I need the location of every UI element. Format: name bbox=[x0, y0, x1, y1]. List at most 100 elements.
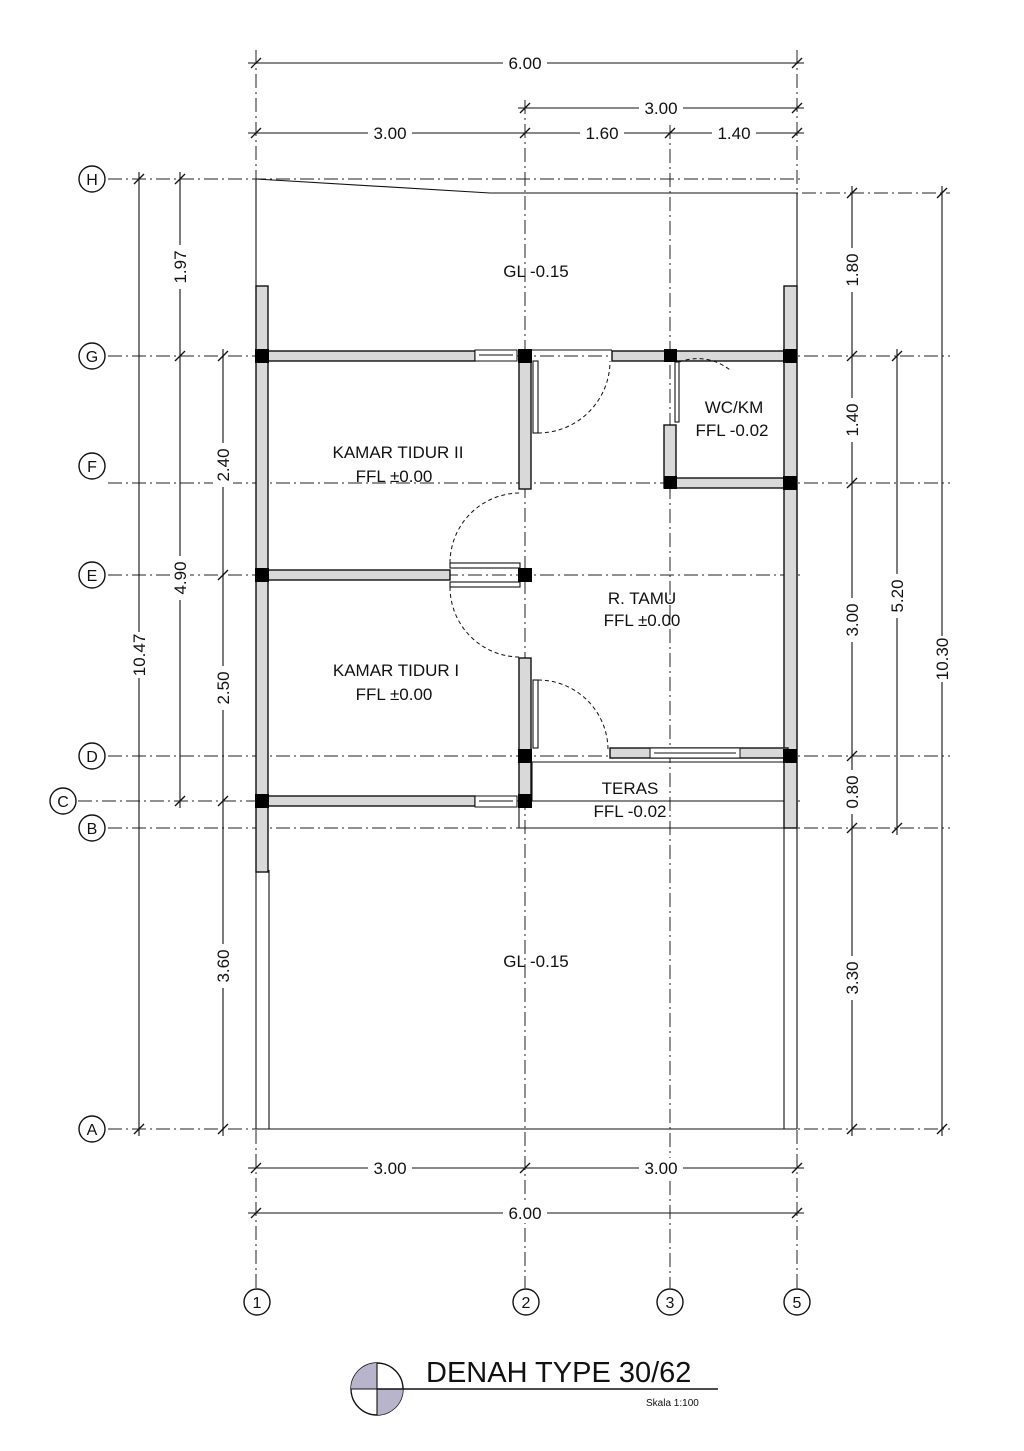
grid-bubble-h bbox=[78, 165, 106, 193]
wall-2-bedroom1 bbox=[518, 657, 532, 802]
dim-label-bg bbox=[129, 632, 149, 678]
dim-tick bbox=[791, 57, 803, 69]
dim-label-bg bbox=[213, 666, 233, 710]
dim-tick bbox=[936, 1123, 948, 1135]
dim-tick bbox=[791, 102, 803, 114]
dim-tick bbox=[133, 1123, 145, 1135]
dim-label-bg bbox=[503, 1203, 547, 1223]
grid-label-b: B bbox=[87, 821, 98, 838]
dim-label-bg bbox=[213, 944, 233, 988]
dim-tick bbox=[174, 795, 186, 807]
wall-right-exterior bbox=[783, 285, 798, 829]
ground-level-bottom: GL -0.15 bbox=[503, 952, 569, 971]
dim-right-mid: 5.20 bbox=[888, 579, 907, 612]
wc-level: FFL -0.02 bbox=[695, 421, 768, 440]
dim-tick bbox=[846, 477, 858, 489]
title-block: DENAH TYPE 30/62 Skala 1:100 bbox=[350, 1357, 718, 1416]
title-symbol-quadrant-br bbox=[377, 1389, 403, 1415]
bedroom1-name: KAMAR TIDUR I bbox=[333, 661, 459, 680]
dim-tick bbox=[217, 569, 229, 581]
column-1g bbox=[255, 349, 269, 363]
dim-left-ec: 2.50 bbox=[214, 671, 233, 704]
grid-label-1: 1 bbox=[253, 1295, 262, 1312]
door-swing-front bbox=[537, 679, 609, 751]
dim-label-bg bbox=[503, 53, 547, 73]
bedroom2-level: FFL ±0.00 bbox=[356, 467, 433, 486]
grid-bubble-f bbox=[78, 452, 106, 480]
dim-tick bbox=[217, 795, 229, 807]
grid-bubble-e bbox=[78, 561, 106, 589]
dim-left-ge: 2.40 bbox=[214, 448, 233, 481]
dim-label-bg bbox=[932, 636, 952, 682]
dim-tick bbox=[791, 1207, 803, 1219]
dim-tick bbox=[846, 750, 858, 762]
grid-axes bbox=[78, 50, 950, 1288]
grid-label-f: F bbox=[87, 459, 97, 476]
dim-right-gf: 1.40 bbox=[843, 403, 862, 436]
dim-label-bg bbox=[170, 245, 190, 289]
door-leaf-front bbox=[532, 679, 539, 749]
dim-label-bg bbox=[213, 443, 233, 487]
door-leaf-e-upper bbox=[449, 562, 521, 569]
grid-bubble-a bbox=[78, 1115, 106, 1143]
grid-label-g: G bbox=[86, 349, 98, 366]
dim-left-outer: 10.47 bbox=[130, 634, 149, 677]
dim-label-bg bbox=[170, 556, 190, 600]
dimensions-left: 10.47 1.97 4.90 2.40 2.50 3.60 bbox=[129, 172, 233, 1136]
dim-right-gh: 1.80 bbox=[843, 253, 862, 286]
site-outline bbox=[255, 178, 798, 1130]
column-5d bbox=[783, 749, 797, 763]
columns bbox=[255, 349, 797, 808]
column-2c bbox=[518, 794, 532, 808]
dim-right-fd: 3.00 bbox=[843, 603, 862, 636]
ground-level-top: GL -0.15 bbox=[503, 262, 569, 281]
windows bbox=[474, 349, 741, 808]
dim-label-bg bbox=[368, 123, 412, 143]
grid-label-2: 2 bbox=[522, 1295, 531, 1312]
roof-edge bbox=[255, 178, 491, 194]
grid-label-d: D bbox=[86, 749, 98, 766]
dim-tick bbox=[217, 1123, 229, 1135]
living-name: R. TAMU bbox=[608, 589, 676, 608]
grid-bubble-5 bbox=[783, 1288, 811, 1316]
dim-label-bg bbox=[639, 98, 683, 118]
column-2g bbox=[518, 349, 532, 363]
dim-left-ca: 3.60 bbox=[214, 949, 233, 982]
dim-label-bg bbox=[580, 123, 624, 143]
grid-label-3: 3 bbox=[666, 1295, 675, 1312]
door-leaf-bedroom2 bbox=[532, 360, 539, 434]
dim-tick bbox=[250, 57, 262, 69]
drawing-title: DENAH TYPE 30/62 bbox=[426, 1357, 691, 1389]
dim-left-hg: 1.97 bbox=[171, 250, 190, 283]
grid-label-a: A bbox=[87, 1122, 98, 1139]
dim-tick bbox=[519, 102, 531, 114]
door-swing-bedroom2 bbox=[537, 360, 611, 434]
column-3f bbox=[664, 476, 677, 489]
grid-label-5: 5 bbox=[793, 1295, 802, 1312]
door-leaf-wc bbox=[674, 361, 680, 423]
dim-bottom-total: 6.00 bbox=[508, 1204, 541, 1223]
dim-label-bg bbox=[842, 956, 862, 1000]
dim-tick bbox=[519, 127, 531, 139]
column-5g bbox=[783, 349, 797, 363]
dimensions-top: 6.00 3.00 3.00 1.60 1.40 bbox=[248, 53, 804, 143]
dim-top-total: 6.00 bbox=[508, 54, 541, 73]
room-labels: GL -0.15 KAMAR TIDUR II FFL ±0.00 WC/KM … bbox=[333, 262, 769, 971]
dim-bottom-b: 3.00 bbox=[644, 1159, 677, 1178]
dim-top-right: 3.00 bbox=[644, 99, 677, 118]
wall-g-living bbox=[611, 350, 671, 362]
dim-top-a: 3.00 bbox=[373, 124, 406, 143]
dim-tick bbox=[891, 350, 903, 362]
dim-right-outer: 10.30 bbox=[933, 638, 952, 681]
door-leaf-e-lower bbox=[449, 581, 521, 588]
dim-top-c: 1.40 bbox=[717, 124, 750, 143]
wc-name: WC/KM bbox=[705, 398, 764, 417]
dim-label-bg bbox=[842, 770, 862, 814]
bedroom2-name: KAMAR TIDUR II bbox=[333, 443, 464, 462]
grid-bubble-b bbox=[78, 814, 106, 842]
dim-tick bbox=[174, 350, 186, 362]
terrace-name: TERAS bbox=[602, 779, 659, 798]
dim-label-bg bbox=[887, 574, 907, 618]
dim-label-bg bbox=[842, 598, 862, 642]
dim-tick bbox=[250, 127, 262, 139]
